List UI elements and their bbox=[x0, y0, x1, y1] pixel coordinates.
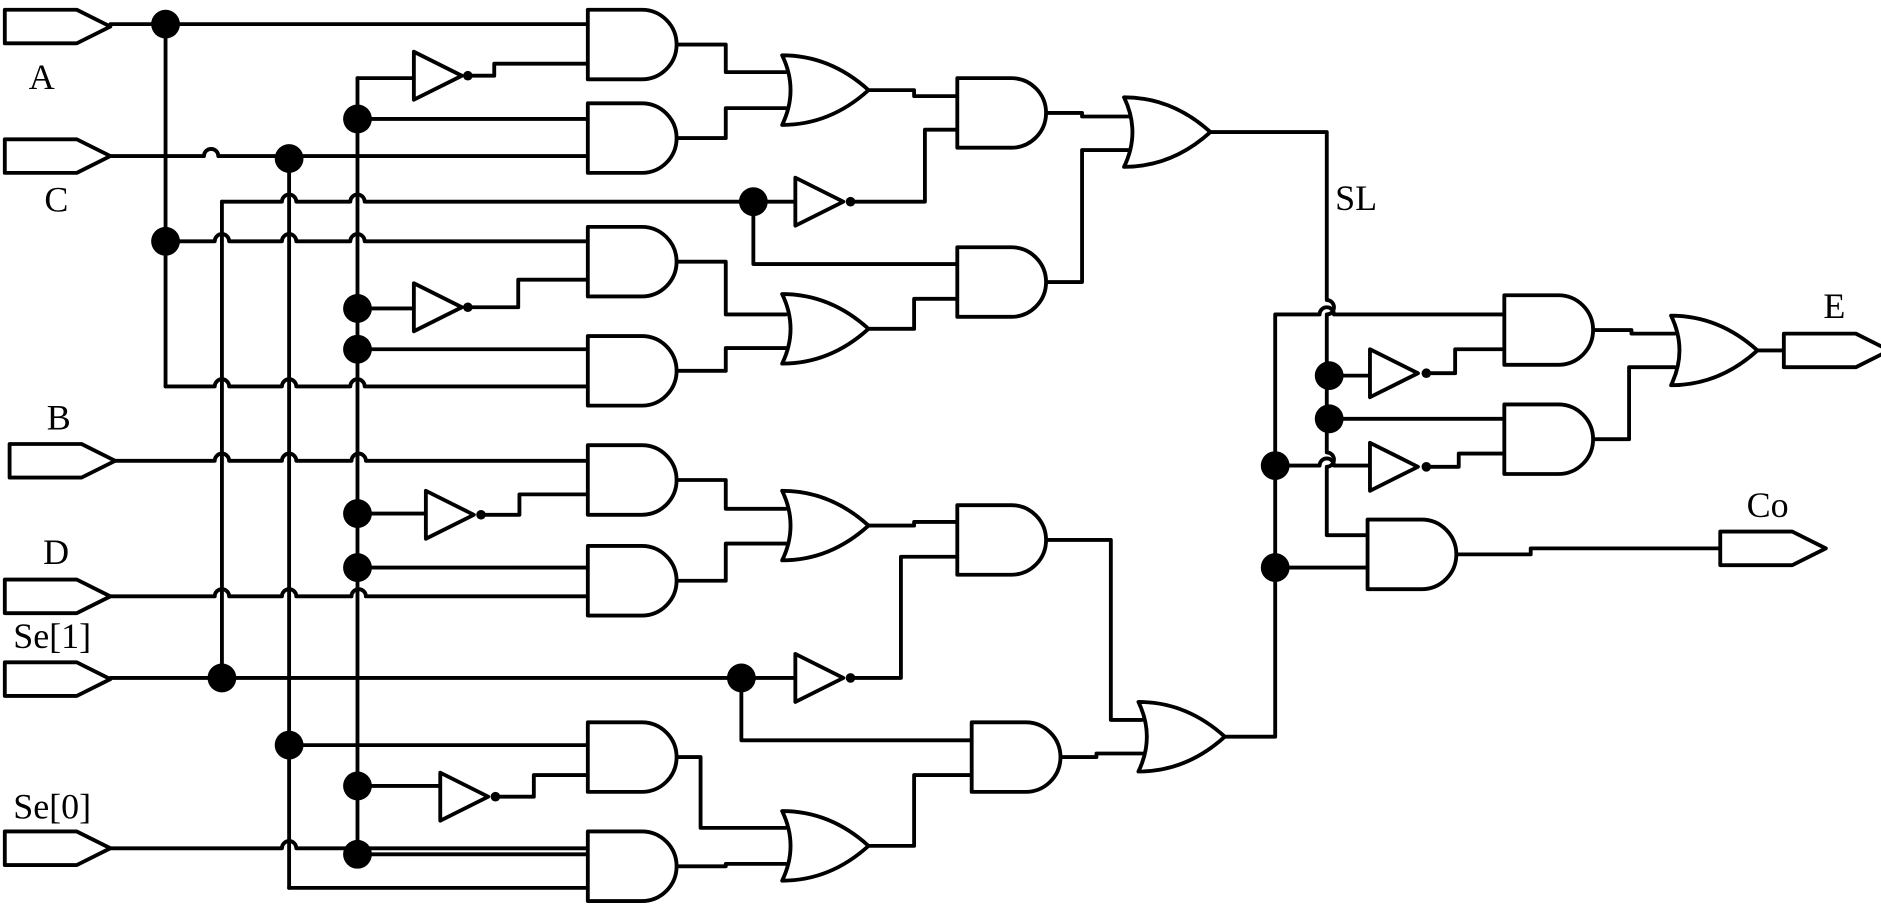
output-pin-e bbox=[1781, 331, 1881, 370]
input-pin-d bbox=[2, 577, 113, 616]
input-pin-b bbox=[7, 442, 118, 480]
label-e: E bbox=[1823, 286, 1845, 326]
label-sl: SL bbox=[1335, 178, 1377, 218]
input-pin-a bbox=[2, 7, 113, 46]
not-gates bbox=[411, 49, 1420, 823]
label-b: B bbox=[47, 398, 71, 438]
label-a: A bbox=[29, 57, 55, 97]
input-pin-se1 bbox=[2, 660, 113, 698]
label-c: C bbox=[44, 179, 68, 219]
label-co: Co bbox=[1747, 485, 1789, 525]
junction-dots bbox=[151, 9, 1432, 869]
input-pin-se0 bbox=[2, 829, 113, 867]
label-se0: Se[0] bbox=[13, 786, 91, 826]
output-pin-co bbox=[1718, 529, 1828, 568]
labels: A C B D Se[1] Se[0] SL E Co bbox=[13, 57, 1845, 826]
label-se1: Se[1] bbox=[13, 616, 91, 656]
label-d: D bbox=[43, 532, 69, 572]
wires bbox=[108, 22, 1786, 890]
and-gates bbox=[585, 7, 1596, 903]
input-pin-c bbox=[2, 137, 113, 175]
